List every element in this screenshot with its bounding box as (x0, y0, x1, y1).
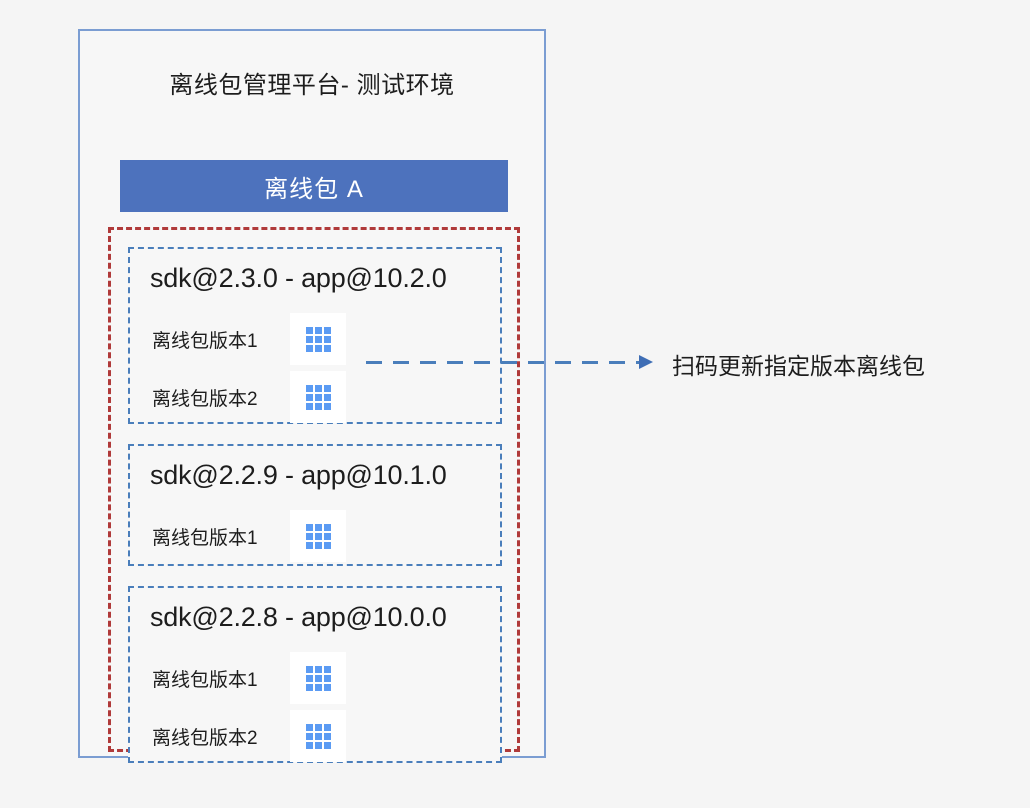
qr-cell (314, 674, 322, 682)
qr-cell (323, 326, 331, 334)
qr-cell (305, 384, 313, 392)
qr-grid (305, 326, 331, 352)
qr-code-icon[interactable] (290, 371, 346, 423)
version-block-title: sdk@2.2.8 - app@10.0.0 (150, 602, 447, 632)
qr-cell (314, 384, 322, 392)
qr-cell (314, 532, 322, 540)
version-row[interactable]: 离线包版本1 (130, 650, 500, 706)
version-row-list: 离线包版本1 (130, 508, 500, 566)
version-row-label: 离线包版本2 (152, 727, 258, 749)
qr-cell (305, 732, 313, 740)
qr-cell (323, 384, 331, 392)
qr-cell (323, 732, 331, 740)
platform-container: 离线包管理平台- 测试环境 离线包 A sdk@2.3.0 - app@10.2… (78, 29, 546, 763)
version-row-list: 离线包版本1 (130, 311, 500, 427)
qr-grid (305, 723, 331, 749)
version-row[interactable]: 离线包版本1 (130, 311, 500, 367)
qr-cell (323, 402, 331, 410)
version-row-label: 离线包版本2 (152, 388, 258, 410)
qr-cell (323, 674, 331, 682)
qr-cell (305, 402, 313, 410)
callout-dashed-line (366, 361, 640, 364)
qr-cell (323, 335, 331, 343)
version-row[interactable]: 离线包版本2 (130, 708, 500, 764)
callout-label: 扫码更新指定版本离线包 (672, 353, 925, 379)
qr-cell (314, 335, 322, 343)
qr-grid (305, 523, 331, 549)
qr-cell (323, 723, 331, 731)
qr-cell (323, 665, 331, 673)
version-block-title: sdk@2.2.9 - app@10.1.0 (150, 460, 447, 490)
qr-grid (305, 665, 331, 691)
qr-cell (305, 723, 313, 731)
qr-cell (323, 344, 331, 352)
qr-cell (305, 326, 313, 334)
version-row-label: 离线包版本1 (152, 669, 258, 691)
version-row-label: 离线包版本1 (152, 330, 258, 352)
qr-cell (323, 532, 331, 540)
qr-cell (305, 393, 313, 401)
qr-cell (305, 541, 313, 549)
qr-cell (305, 335, 313, 343)
qr-cell (314, 344, 322, 352)
qr-cell (305, 532, 313, 540)
qr-cell (314, 683, 322, 691)
qr-cell (314, 326, 322, 334)
qr-cell (314, 523, 322, 531)
qr-cell (305, 665, 313, 673)
version-block[interactable]: sdk@2.3.0 - app@10.2.0 离线包版本1 (128, 247, 502, 424)
qr-code-icon[interactable] (290, 652, 346, 704)
qr-cell (305, 741, 313, 749)
version-row-list: 离线包版本1 (130, 650, 500, 766)
qr-cell (305, 523, 313, 531)
page-title: 离线包管理平台- 测试环境 (169, 72, 455, 99)
qr-cell (323, 393, 331, 401)
version-row[interactable]: 离线包版本2 (130, 369, 500, 425)
version-block[interactable]: sdk@2.2.8 - app@10.0.0 离线包版本1 (128, 586, 502, 763)
qr-cell (305, 683, 313, 691)
version-row-label: 离线包版本1 (152, 527, 258, 549)
qr-cell (314, 732, 322, 740)
qr-cell (314, 541, 322, 549)
qr-code-icon[interactable] (290, 510, 346, 562)
qr-cell (323, 541, 331, 549)
qr-cell (305, 344, 313, 352)
qr-cell (305, 674, 313, 682)
qr-cell (323, 523, 331, 531)
version-block[interactable]: sdk@2.2.9 - app@10.1.0 离线包版本1 (128, 444, 502, 566)
qr-cell (314, 665, 322, 673)
package-header-label: 离线包 A (264, 175, 364, 203)
package-header-bar[interactable]: 离线包 A (120, 160, 508, 212)
qr-cell (314, 393, 322, 401)
qr-code-icon[interactable] (290, 710, 346, 762)
arrow-right-icon (639, 355, 653, 369)
qr-cell (314, 723, 322, 731)
versions-group: sdk@2.3.0 - app@10.2.0 离线包版本1 (108, 227, 520, 763)
qr-cell (323, 683, 331, 691)
qr-grid (305, 384, 331, 410)
qr-cell (323, 741, 331, 749)
qr-cell (314, 741, 322, 749)
version-row[interactable]: 离线包版本1 (130, 508, 500, 564)
version-block-title: sdk@2.3.0 - app@10.2.0 (150, 263, 447, 293)
qr-code-icon[interactable] (290, 313, 346, 365)
qr-cell (314, 402, 322, 410)
